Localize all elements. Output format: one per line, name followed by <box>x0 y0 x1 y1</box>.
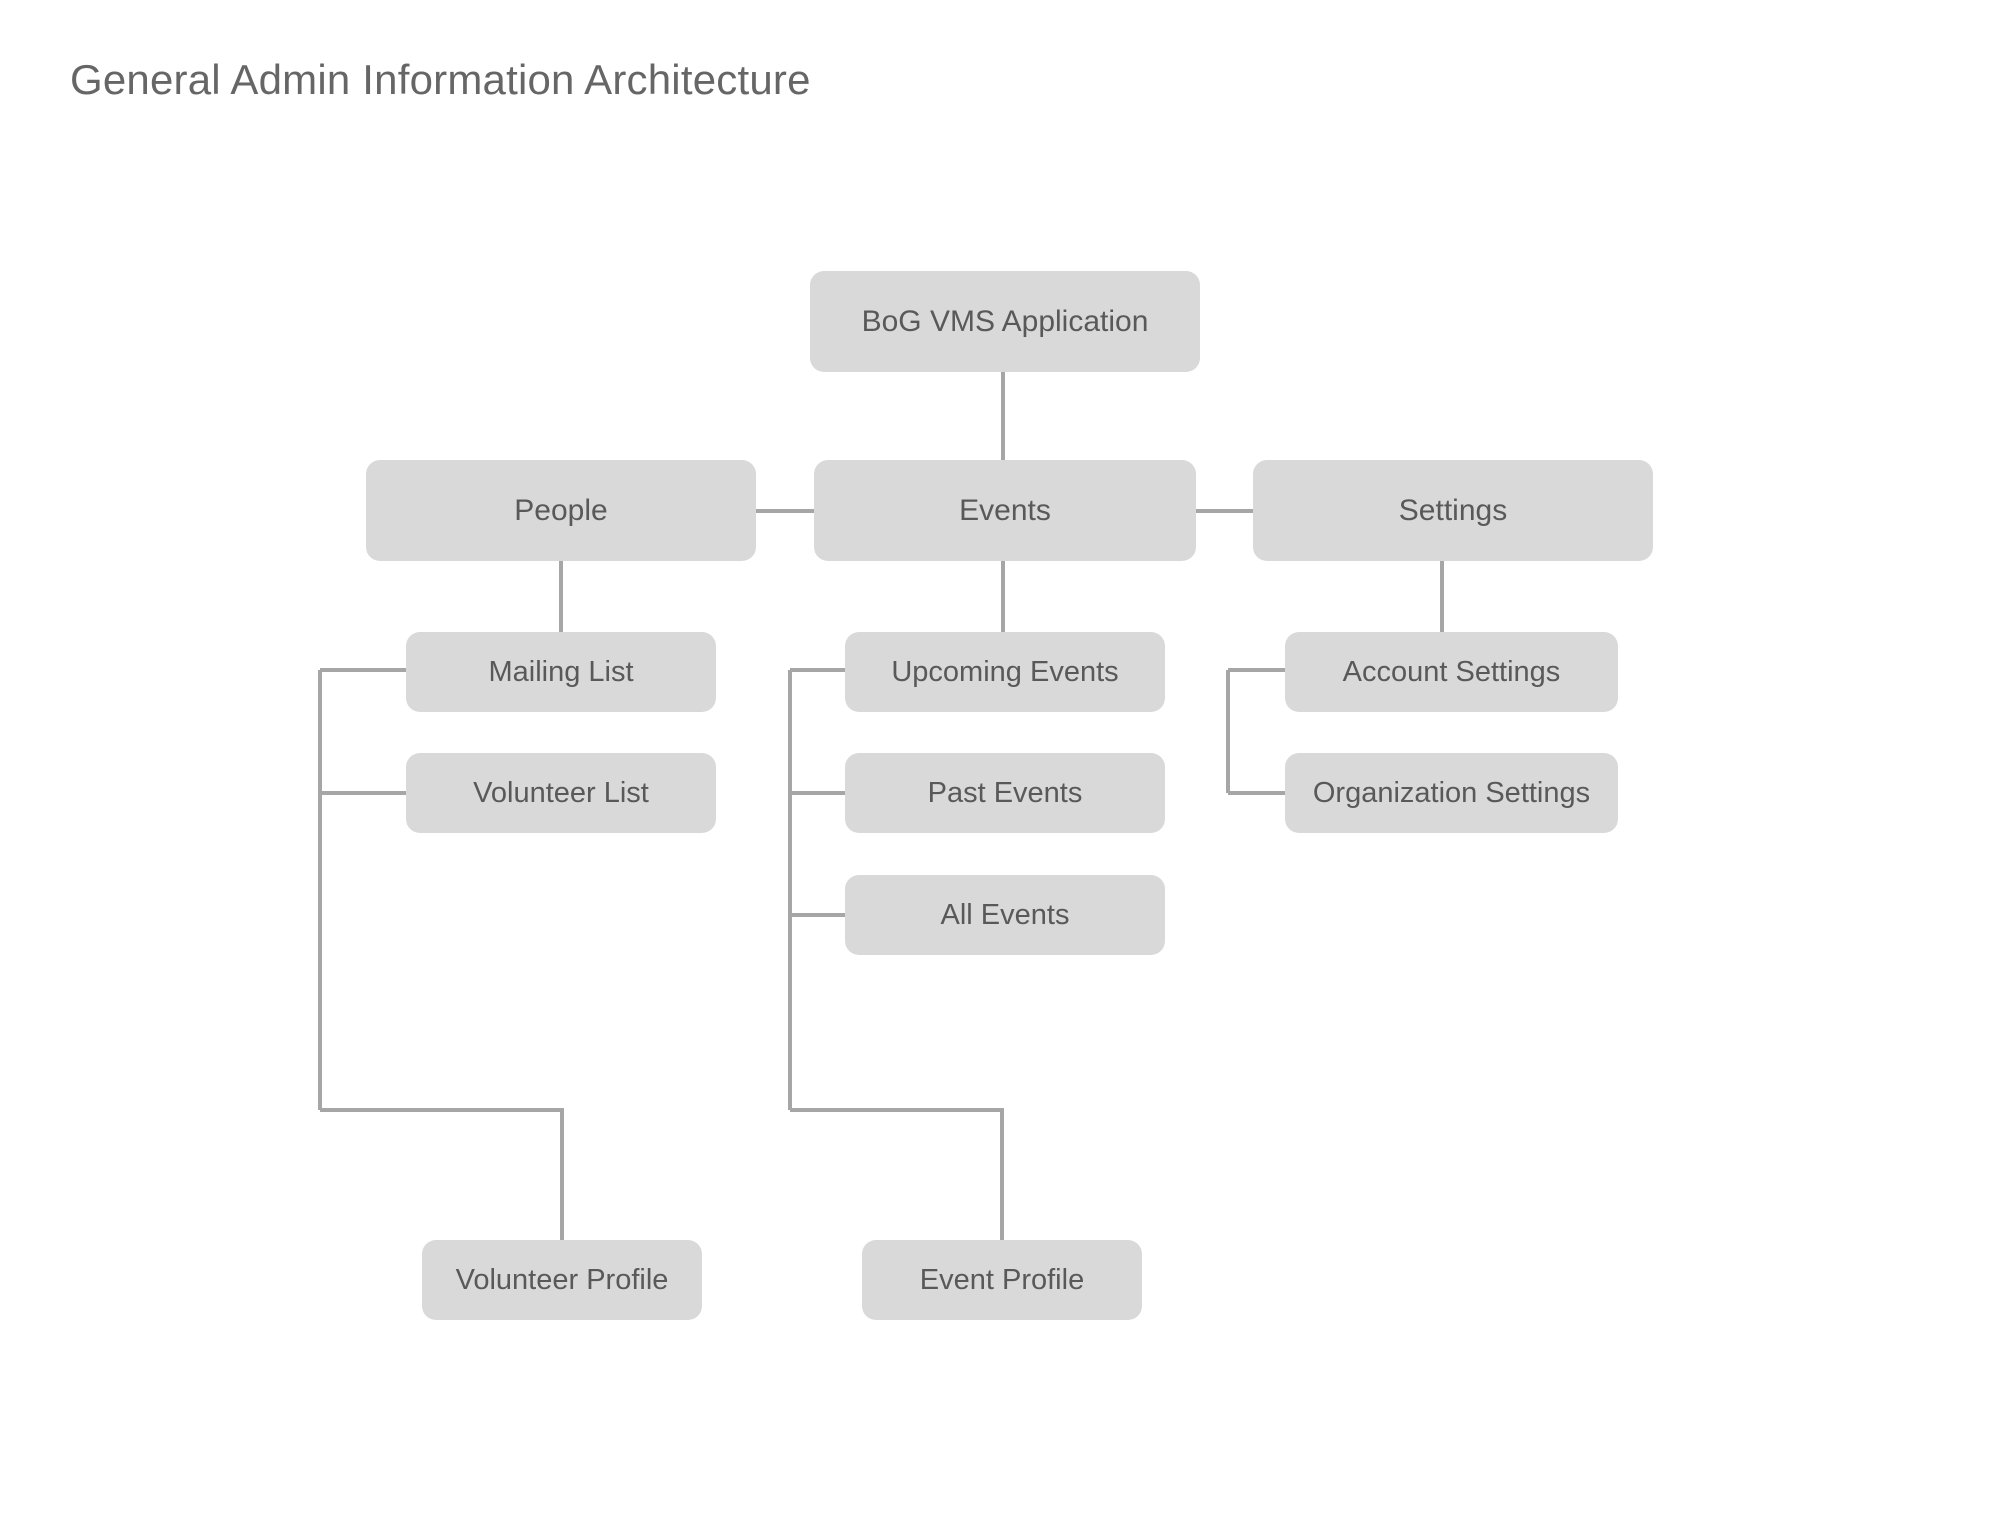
node-settings[interactable]: Settings <box>1253 460 1653 561</box>
node-label-evtprof: Event Profile <box>919 1263 1085 1296</box>
node-label-volunteer: Volunteer List <box>473 776 649 809</box>
node-past[interactable]: Past Events <box>845 753 1165 833</box>
node-orgset[interactable]: Organization Settings <box>1285 753 1618 833</box>
node-volprof[interactable]: Volunteer Profile <box>422 1240 702 1320</box>
node-label-past: Past Events <box>927 776 1083 809</box>
node-label-upcoming: Upcoming Events <box>891 655 1119 688</box>
node-label-allevents: All Events <box>940 898 1070 931</box>
node-label-volprof: Volunteer Profile <box>455 1263 669 1296</box>
page-title: General Admin Information Architecture <box>70 56 811 103</box>
node-label-account: Account Settings <box>1342 655 1561 688</box>
node-account[interactable]: Account Settings <box>1285 632 1618 712</box>
connector-people-branch-bottom-elbow <box>320 1108 564 1240</box>
node-events[interactable]: Events <box>814 460 1196 561</box>
node-evtprof[interactable]: Event Profile <box>862 1240 1142 1320</box>
node-upcoming[interactable]: Upcoming Events <box>845 632 1165 712</box>
connector-events-branch-bottom-elbow <box>790 1108 1004 1240</box>
node-label-settings: Settings <box>1398 493 1508 527</box>
node-label-orgset: Organization Settings <box>1312 776 1591 809</box>
node-volunteer[interactable]: Volunteer List <box>406 753 716 833</box>
node-allevents[interactable]: All Events <box>845 875 1165 955</box>
node-label-events: Events <box>959 493 1051 527</box>
node-label-mailing: Mailing List <box>488 655 634 688</box>
node-label-people: People <box>514 493 608 527</box>
node-root[interactable]: BoG VMS Application <box>810 271 1200 372</box>
node-people[interactable]: People <box>366 460 756 561</box>
node-mailing[interactable]: Mailing List <box>406 632 716 712</box>
node-label-root: BoG VMS Application <box>861 304 1149 338</box>
